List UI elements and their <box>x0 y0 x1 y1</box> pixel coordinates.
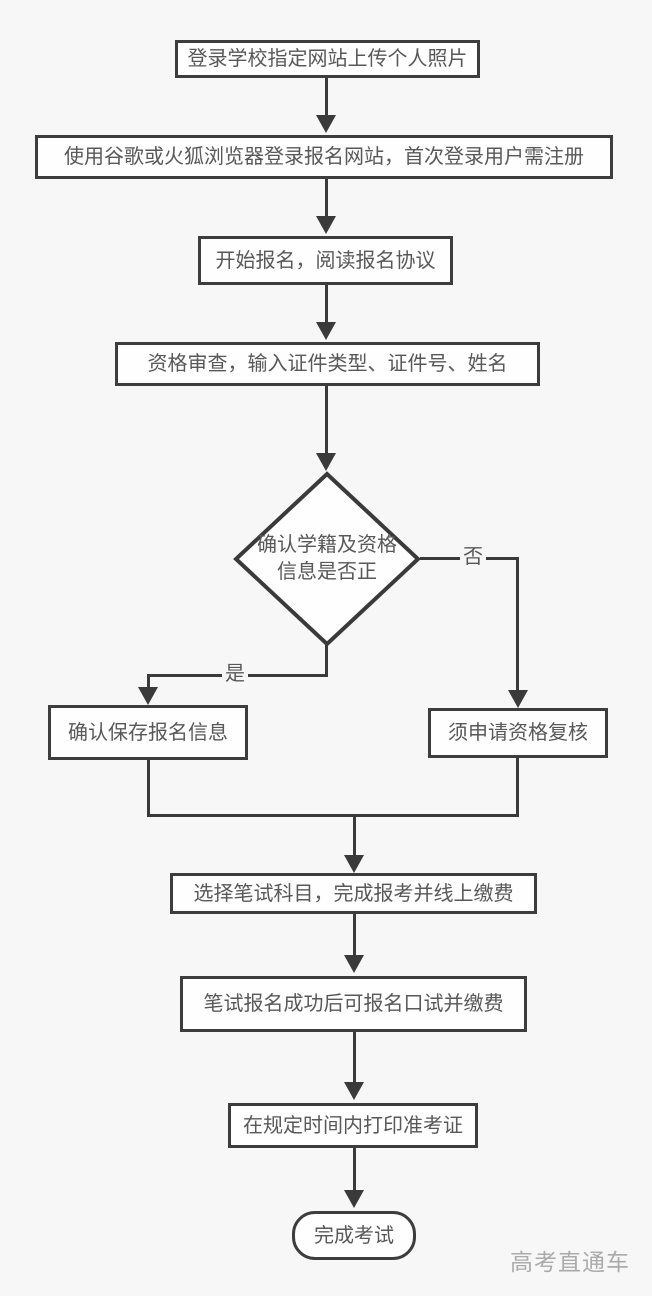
connector-merge-left <box>147 760 150 817</box>
flow-node-step2: 使用谷歌或火狐浏览器登录报名网站，首次登录用户需注册 <box>35 135 613 179</box>
flow-node-step3: 开始报名，阅读报名协议 <box>198 236 453 285</box>
edge-label-yes: 是 <box>222 663 248 685</box>
connector-no-vertical <box>516 557 519 690</box>
connector-merge-horizontal <box>147 814 519 817</box>
flow-node-step5: 选择笔试科目，完成报考并线上缴费 <box>170 873 537 914</box>
arrowhead-no-branch <box>508 690 528 708</box>
decision-diamond: 确认学籍及资格 信息是否正 <box>232 470 422 648</box>
arrowhead-step6-step7 <box>344 1082 364 1100</box>
edge-label-no: 否 <box>460 546 486 568</box>
connector-yes-vertical <box>147 674 150 690</box>
connector-merge-right <box>516 758 519 817</box>
connector-yes-drop <box>325 645 328 677</box>
connector-step2-step3 <box>325 179 328 216</box>
decision-diamond-label: 确认学籍及资格 信息是否正 <box>232 470 422 648</box>
arrowhead-yes-branch <box>138 687 158 705</box>
arrowhead-step7-end <box>344 1190 364 1208</box>
flow-node-step1: 登录学校指定网站上传个人照片 <box>175 40 480 78</box>
arrowhead-step2-step3 <box>316 216 336 234</box>
arrowhead-step3-step4 <box>316 322 336 340</box>
flow-node-step7: 在规定时间内打印准考证 <box>228 1103 478 1148</box>
decision-label-line1: 确认学籍及资格 <box>257 534 397 556</box>
arrowhead-step5-step6 <box>344 955 364 973</box>
flow-node-yes-result: 确认保存报名信息 <box>48 705 248 760</box>
connector-step4-decision <box>325 386 328 453</box>
connector-step5-step6 <box>353 914 356 955</box>
connector-merge-step5 <box>353 814 356 855</box>
flow-node-no-result: 须申请资格复核 <box>428 708 608 758</box>
connector-step6-step7 <box>353 1032 356 1082</box>
flow-node-step6: 笔试报名成功后可报名口试并缴费 <box>180 976 527 1032</box>
arrowhead-step1-step2 <box>316 115 336 133</box>
connector-step1-step2 <box>325 78 328 115</box>
arrowhead-step4-decision <box>316 453 336 471</box>
decision-label-line2: 信息是否正 <box>277 561 377 583</box>
connector-step7-end <box>353 1148 356 1190</box>
flow-node-end: 完成考试 <box>292 1211 416 1260</box>
watermark-logo: 高考直通车 <box>510 1249 630 1275</box>
flow-node-step4: 资格审查，输入证件类型、证件号、姓名 <box>115 342 540 386</box>
arrowhead-merge-step5 <box>344 855 364 873</box>
connector-step3-step4 <box>325 285 328 322</box>
